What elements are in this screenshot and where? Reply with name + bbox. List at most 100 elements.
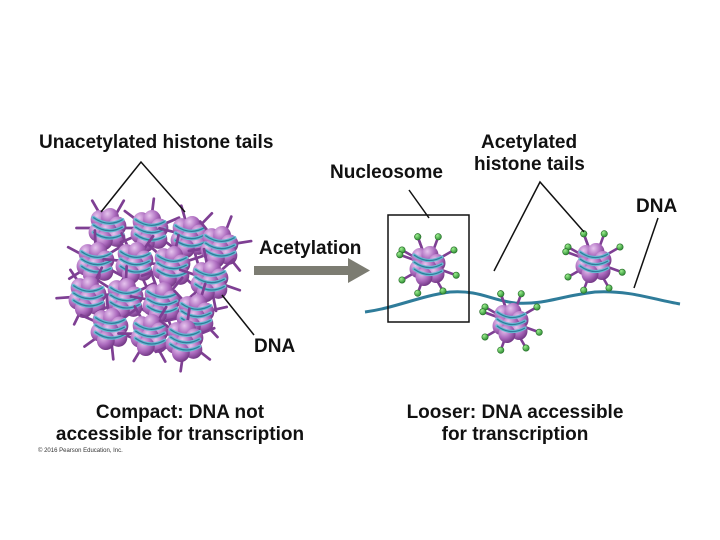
dna-wrap-edge: [119, 258, 151, 266]
dna-wrap-edge: [156, 262, 188, 270]
dna-wrap-edge: [80, 265, 112, 273]
acetyl-group: [450, 246, 458, 254]
dna-wrap-edge: [94, 331, 126, 339]
acetyl-group: [481, 333, 489, 341]
dna-wrap-edge: [146, 298, 178, 306]
dna-wrap-edge: [134, 218, 166, 226]
dna-wrap-edge: [146, 290, 178, 298]
acetylated-tails-label-line1: Acetylated: [481, 132, 578, 153]
dna-wrap-edge: [180, 302, 212, 310]
histone-tail: [157, 305, 168, 321]
histone-tail: [178, 268, 196, 276]
dna-wrap-edge: [413, 261, 443, 269]
histone-tail: [202, 247, 209, 265]
acetyl-group: [562, 248, 570, 256]
dna-wrap-edge: [156, 254, 188, 262]
nucleosome: [178, 247, 242, 313]
nucleosome: [562, 230, 626, 294]
acetylation-label: Acetylation: [259, 238, 362, 259]
acetyl-group: [533, 303, 541, 311]
dna-wrap-edge: [204, 249, 236, 257]
looser-caption: Looser: DNA accessible for transcription: [375, 402, 655, 446]
dna-label-right: DNA: [636, 196, 678, 217]
acetyl-group: [564, 273, 572, 281]
acetyl-group: [580, 286, 588, 294]
compact-caption-line1: Compact: DNA not: [95, 402, 265, 423]
acetyl-group: [600, 230, 608, 238]
dna-wrap-edge: [496, 311, 526, 319]
histone-tail: [158, 227, 176, 234]
acetyl-group: [434, 233, 442, 241]
acetyl-group: [497, 290, 505, 298]
compact-caption: Compact: DNA not accessible for transcri…: [30, 402, 330, 446]
histone-tail: [122, 308, 137, 320]
acetyl-group: [497, 346, 505, 354]
dna-wrap-edge: [92, 224, 124, 232]
acetyl-group: [517, 290, 525, 298]
histone-tail: [55, 295, 73, 300]
acetylated-nucleosomes: [396, 230, 626, 354]
dna-wrap-edge: [413, 268, 443, 276]
dna-wrap-edge: [134, 322, 166, 330]
histone-tail: [164, 216, 181, 225]
dna-wrap-edge: [119, 250, 151, 258]
dna-wrap-edge: [72, 284, 104, 292]
nucleosome-highlight-box: [387, 214, 470, 323]
acetyl-group: [522, 344, 530, 352]
dna-wrap-edge: [413, 254, 443, 262]
histone-tail: [102, 257, 120, 262]
acetyl-group: [479, 308, 487, 316]
nucleosome-label: Nucleosome: [330, 162, 443, 183]
dna-wrap-edge: [174, 224, 206, 232]
nucleosome: [140, 233, 204, 299]
compact-chromatin-cluster: [55, 197, 253, 373]
dna-wrap-edge: [80, 258, 112, 266]
nucleosome: [79, 295, 141, 361]
acetyl-group: [616, 243, 624, 251]
dna-strand: [364, 290, 681, 314]
dna-wrap-edge: [109, 301, 141, 309]
histone-tail: [186, 254, 204, 263]
histone-tail: [200, 211, 214, 226]
unacetylated-tails-label: Unacetylated histone tails: [39, 132, 274, 153]
acetyl-group: [535, 328, 543, 336]
dna-wrap-edge: [169, 328, 201, 336]
acetyl-group: [452, 271, 460, 279]
acetyl-group: [439, 287, 447, 295]
dna-wrap-edge: [156, 269, 188, 277]
dna-wrap-edge: [579, 258, 609, 266]
histone-tail: [149, 271, 158, 288]
copyright-notice: © 2016 Pearson Education, Inc.: [38, 448, 123, 454]
nucleosome: [479, 290, 543, 354]
histone-tail: [79, 313, 97, 323]
histone-tail: [171, 276, 184, 291]
dna-wrap-edge: [92, 216, 124, 224]
dna-wrap-edge: [579, 251, 609, 259]
histone-tail: [221, 257, 236, 271]
histone-tail: [105, 295, 110, 313]
histone-tail: [115, 199, 126, 215]
dna-wrap-edge: [204, 242, 236, 250]
acetyl-group: [414, 289, 422, 297]
acetyl-group: [398, 276, 406, 284]
dna-wrap-edge: [134, 330, 166, 338]
histone-tail: [93, 266, 104, 283]
histone-tail: [235, 239, 253, 245]
dna-wrap-edge: [72, 292, 104, 300]
acetylation-arrow: [254, 258, 370, 283]
dna-wrap-edge: [180, 317, 212, 325]
nucleosome: [396, 233, 460, 297]
histone-tail: [199, 326, 216, 336]
acetyl-group: [414, 233, 422, 241]
dna-label-left: DNA: [254, 336, 296, 357]
dna-wrap-edge: [72, 299, 104, 307]
acetyl-group: [605, 284, 613, 292]
dna-wrap-edge: [119, 265, 151, 273]
dna-wrap-edge: [169, 336, 201, 344]
dna-wrap-edge: [194, 268, 226, 276]
dna-wrap-edge: [109, 286, 141, 294]
looser-caption-line2: for transcription: [441, 424, 589, 445]
compact-caption-line2: accessible for transcription: [55, 424, 305, 445]
histone-tail: [129, 295, 147, 301]
histone-tail: [143, 234, 155, 250]
